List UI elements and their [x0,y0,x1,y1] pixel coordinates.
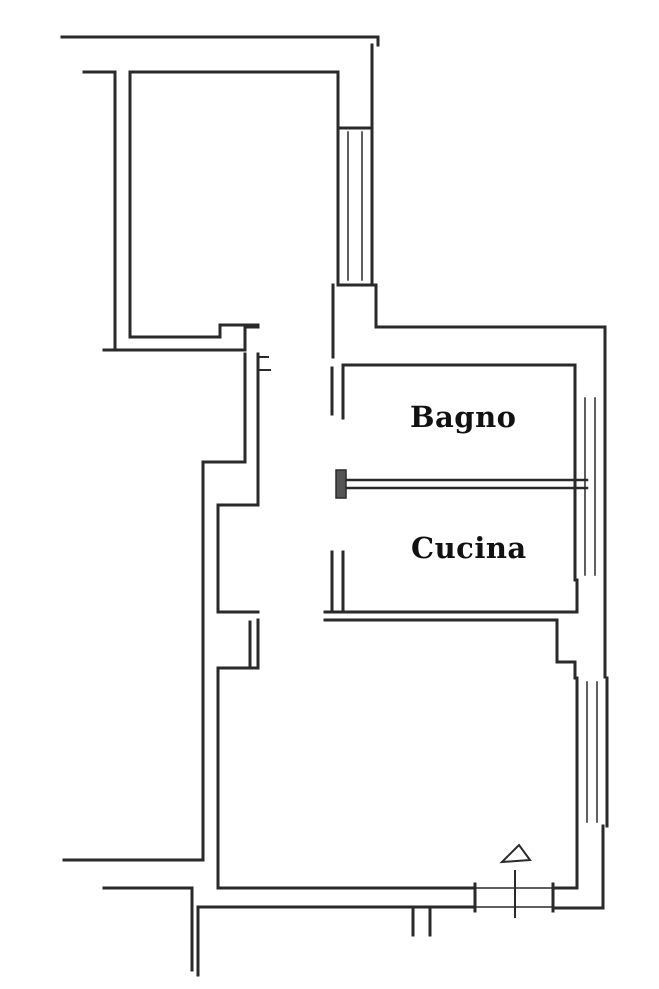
lower-small-stub [411,905,432,937]
cucina-left-wall [330,550,345,614]
cucina-bottom-wall [323,578,579,614]
right-window-1-frame [573,390,607,582]
right-window-2-frame [575,676,609,828]
upper-left-room-outer-wall [82,70,260,352]
upper-window-outer [336,43,374,130]
corridor-opening-jambs [257,356,271,371]
upper-left-room-inner-wall [128,70,260,339]
lower-outer-wall [196,905,477,977]
room-label-bagno: Bagno [410,400,517,434]
corridor-left-outer-wall [216,352,260,614]
top-boundary-wall [60,35,380,47]
cucina-bottom-outer-wall [323,618,577,680]
lower-outer-bottom-wall [102,886,194,972]
right-window-2-glass [586,681,598,823]
corridor-left-inner-wall [201,352,247,862]
right-lower-wall-inner [551,824,579,890]
room-label-cucina: Cucina [411,531,527,565]
entrance-arrow-icon [499,843,532,918]
upper-window-sill [336,283,378,329]
right-upper-inner-wall [341,363,577,394]
entrance-door-jambs [473,882,555,913]
partition-end-cap [335,469,347,499]
upper-window-frame [336,126,374,287]
upper-window-glass [347,131,363,281]
right-upper-wall [374,325,607,394]
bagno-cucina-partition [335,478,589,490]
bagno-left-wall [330,366,345,420]
right-lower-wall-outer [551,824,605,910]
right-window-1-glass [584,397,596,576]
upper-left-room-top-wall [128,70,340,130]
corridor-left-lower-wall [216,618,260,890]
